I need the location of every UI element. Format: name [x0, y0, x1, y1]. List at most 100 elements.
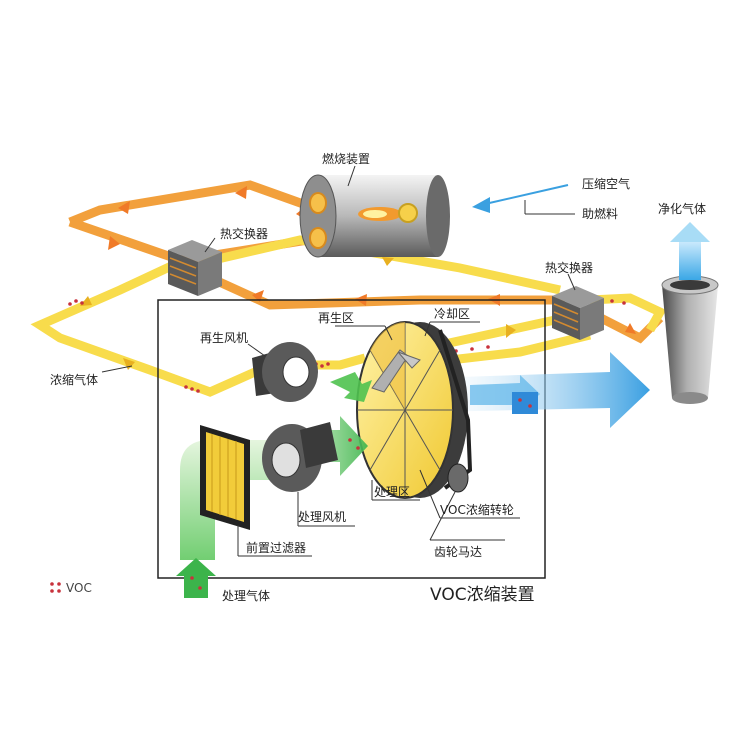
concentrated-gas-leader	[101, 365, 133, 373]
warm-duct-left-loop	[30, 257, 257, 397]
fin	[553, 311, 579, 323]
compressed-air-line	[484, 184, 569, 205]
cooling-zone-leader-2	[424, 321, 431, 337]
concentrated-gas-label: 浓缩气体	[50, 372, 98, 387]
arrowhead-warm-2	[123, 358, 135, 370]
fin	[169, 273, 197, 285]
clean-air-cube	[512, 392, 538, 414]
hx-right-fins	[553, 303, 579, 331]
wheel-divider-2	[397, 351, 421, 369]
regen-zone-wedge	[370, 322, 405, 410]
voc-dot	[68, 302, 72, 306]
voc-dot	[190, 387, 194, 391]
filter-pleats	[211, 434, 237, 519]
hx-left-fins	[169, 257, 197, 285]
heat-exchanger-right-label: 热交换器	[545, 260, 593, 275]
fin	[169, 257, 197, 269]
process-fan-outlet	[300, 422, 338, 468]
legend-voc-dot	[50, 589, 54, 593]
clean-gas-arrow-shaft	[679, 238, 701, 280]
fin	[553, 319, 579, 331]
voc-wheel-label: VOC浓缩转轮	[440, 502, 514, 517]
cooling-zone-label: 冷却区	[434, 307, 470, 321]
voc-dot	[74, 299, 78, 303]
arrowhead-hot-1	[118, 201, 130, 214]
hx-right-top	[552, 286, 604, 308]
regen-green-arrow-icon	[330, 372, 372, 402]
voc-dot	[356, 446, 360, 450]
process-gas-inlet-arrow-icon	[176, 558, 216, 598]
voc-dot	[622, 301, 626, 305]
legend-voc-dot	[57, 582, 61, 586]
legend-voc-label: VOC	[66, 581, 92, 595]
process-zone-label: 处理区	[374, 485, 410, 499]
clean-air-arrow-icon	[430, 352, 650, 428]
process-fan-intake	[271, 442, 301, 478]
combustion-label: 燃烧装置	[322, 151, 370, 166]
prefilter-label: 前置过滤器	[246, 540, 306, 555]
hx-right-front	[552, 296, 580, 340]
legend: VOC	[50, 581, 92, 595]
inlet-arrow-icon	[472, 197, 490, 213]
gear-motor-label: 齿轮马达	[434, 545, 482, 559]
hx-left-side	[198, 252, 222, 296]
regen-fan-intake	[282, 356, 310, 388]
hx-right-side	[580, 298, 604, 340]
air-fuel-inlet: 压缩空气 助燃料	[472, 176, 630, 221]
clean-air-flow	[430, 352, 650, 428]
clean-gas-label: 净化气体	[658, 201, 706, 216]
hot-duct-top	[68, 180, 322, 227]
voc-dot	[184, 385, 188, 389]
gear-motor-leader	[429, 491, 456, 541]
spoke	[369, 409, 406, 471]
voc-dot	[610, 299, 614, 303]
fin	[553, 303, 579, 315]
spoke	[404, 349, 441, 411]
hx-left-leader	[204, 237, 216, 253]
fin	[169, 265, 197, 277]
spoke	[404, 409, 441, 471]
voc-wheel-leader	[419, 469, 441, 519]
voc-dot	[348, 438, 352, 442]
voc-dot	[320, 364, 324, 368]
burner-nozzle	[398, 203, 418, 223]
device-title: VOC浓缩装置	[430, 585, 535, 605]
warm-duct-cooling	[439, 315, 556, 350]
arrowhead-hot-8	[625, 323, 636, 334]
regen-zone-label: 再生区	[318, 311, 354, 325]
arrowhead-hot-2	[235, 186, 247, 199]
arrowhead-warm-3	[382, 257, 394, 266]
exhaust-stack: 净化气体	[658, 201, 719, 404]
voc-dot	[190, 576, 194, 580]
voc-concentrator-boundary	[157, 299, 546, 579]
arrowhead-hot-5	[252, 290, 264, 302]
process-gas-label: 处理气体	[222, 588, 270, 603]
heat-exchanger-left-label: 热交换器	[220, 226, 268, 241]
combustion-port-top	[309, 192, 327, 214]
hx-right-leader	[567, 273, 576, 291]
process-fan-label: 处理风机	[298, 510, 346, 524]
stack-body	[662, 285, 718, 398]
combustion-label-leader	[347, 165, 356, 187]
voc-dot	[528, 404, 532, 408]
prefilter: 前置过滤器	[200, 425, 312, 557]
hx-left-top	[168, 240, 222, 262]
warm-duct-cooling-return	[449, 330, 592, 365]
aux-fuel-label: 助燃料	[582, 206, 618, 221]
regen-zone-leader-2	[384, 325, 393, 341]
regen-fan-leader	[247, 343, 266, 357]
hx-left-front	[168, 250, 198, 296]
filter-media	[206, 432, 244, 522]
compressed-air-label: 压缩空气	[582, 176, 630, 191]
heat-exchanger-right: 热交换器	[545, 260, 604, 340]
voc-dot	[80, 301, 84, 305]
voc-rotor-wheel: VOC浓缩转轮 齿轮马达	[356, 321, 520, 559]
clean-gas-up-arrow-icon	[670, 222, 710, 242]
stack-opening	[670, 280, 710, 290]
regen-fan-label: 再生风机	[200, 331, 248, 345]
warm-duct-to-stack	[589, 293, 667, 333]
voc-dot	[196, 389, 200, 393]
voc-dot	[198, 586, 202, 590]
process-fan: 处理风机	[262, 422, 355, 527]
